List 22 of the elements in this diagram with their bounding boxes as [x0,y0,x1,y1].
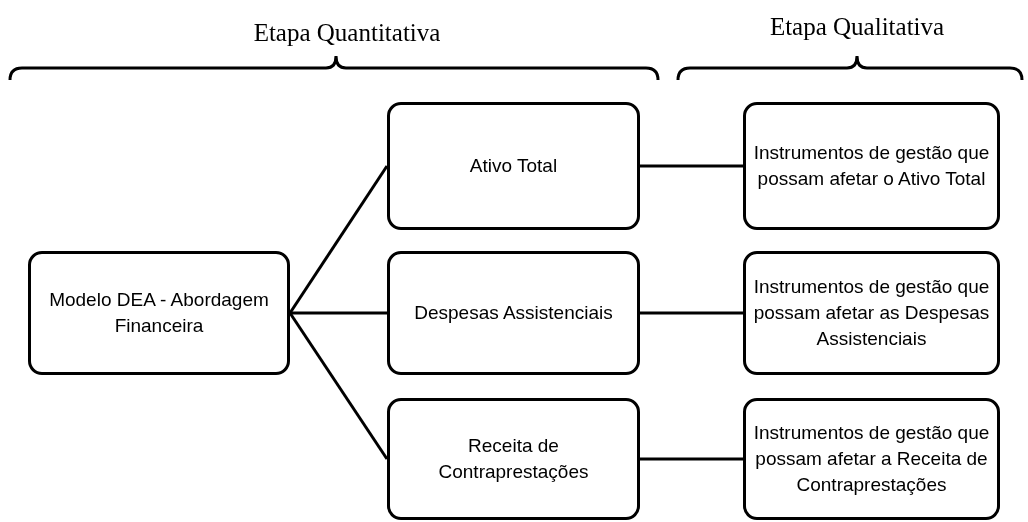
process-box [743,251,1000,375]
connector-line [640,457,743,461]
box-text: Despesas Assistenciais [414,301,613,325]
box-text: Modelo DEA - Abordagem Financeira [48,288,270,338]
box-text: Ativo Total [469,154,558,178]
process-box [743,102,1000,230]
connector-line [290,311,387,315]
box-text: Receita de Contraprestações [437,434,590,484]
process-box [743,398,1000,520]
connector-line [288,165,389,314]
box-text: Instrumentos de gestão que possam afetar a Receita de Contraprestações [752,421,991,497]
process-box [387,398,640,520]
process-box [387,102,640,230]
stage-heading: Etapa Qualitativa [769,12,945,42]
box-text: Instrumentos de gestão que possam afetar as Despesas Assistenciais [752,275,991,351]
box-text: Instrumentos de gestão que possam afetar o Ativo Total [752,141,991,191]
connector-line [288,312,389,460]
process-box [28,251,290,375]
stage-heading: Etapa Quantitativa [253,18,441,48]
process-box [387,251,640,375]
connector-line [640,164,743,168]
connector-line [640,311,743,315]
